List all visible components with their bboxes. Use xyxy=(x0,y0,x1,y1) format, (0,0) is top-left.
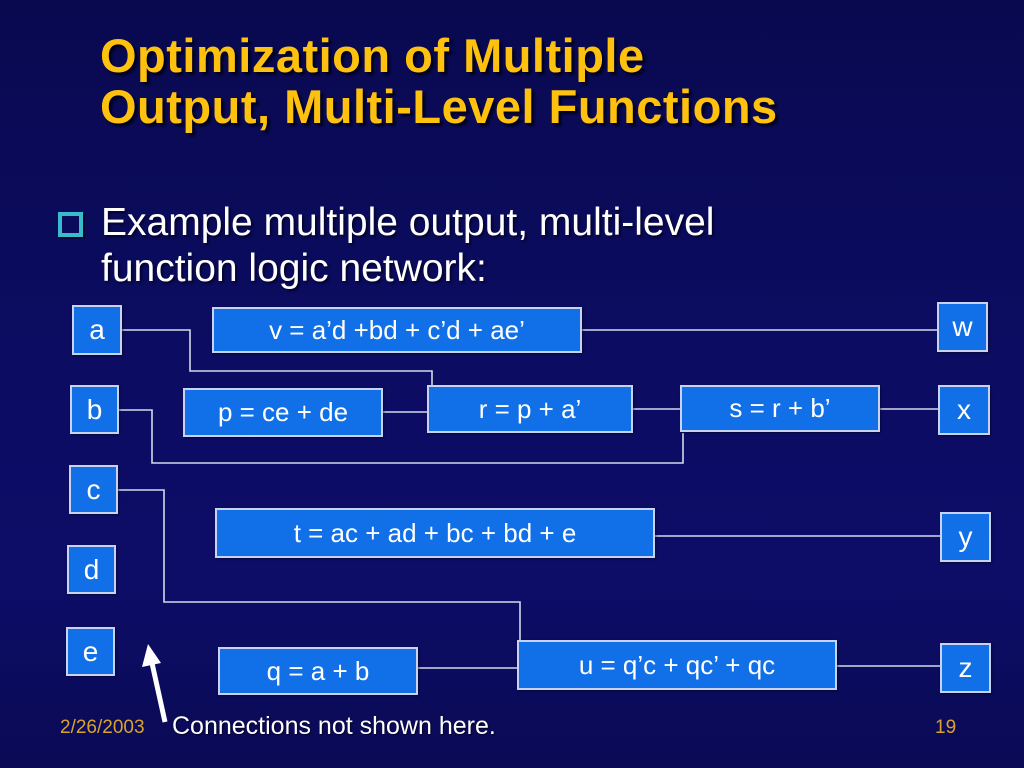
function-node-s: s = r + b’ xyxy=(680,385,880,432)
bullet-text: Example multiple output, multi-level fun… xyxy=(101,201,715,290)
output-node-z: z xyxy=(940,643,991,693)
page-number: 19 xyxy=(935,717,957,738)
page-title: Optimization of Multiple Output, Multi-L… xyxy=(100,30,980,132)
title-line-1: Optimization of Multiple xyxy=(100,29,645,82)
output-node-x: x xyxy=(938,385,990,435)
annotation-text: Connections not shown here. xyxy=(172,712,496,740)
wire-b-to-s xyxy=(119,409,684,464)
function-node-p: p = ce + de xyxy=(183,388,383,437)
input-node-d: d xyxy=(67,545,116,594)
bullet-item: Example multiple output, multi-level fun… xyxy=(58,200,858,292)
square-bullet-icon xyxy=(58,212,83,237)
function-node-v: v = a’d +bd + c’d + ae’ xyxy=(212,307,582,353)
output-node-w: w xyxy=(937,302,988,352)
function-node-t: t = ac + ad + bc + bd + e xyxy=(215,508,655,558)
wire-a-to-r xyxy=(122,329,433,387)
slide-date: 2/26/2003 xyxy=(60,717,145,738)
input-node-c: c xyxy=(69,465,118,514)
annotation-arrow xyxy=(142,644,168,723)
function-node-r: r = p + a’ xyxy=(427,385,633,433)
input-node-e: e xyxy=(66,627,115,676)
wire-c-to-u xyxy=(118,489,521,641)
title-line-2: Output, Multi-Level Functions xyxy=(100,80,778,133)
function-node-u: u = q’c + qc’ + qc xyxy=(517,640,837,690)
input-node-a: a xyxy=(72,305,122,355)
output-node-y: y xyxy=(940,512,991,562)
input-node-b: b xyxy=(70,385,119,434)
function-node-q: q = a + b xyxy=(218,647,418,695)
